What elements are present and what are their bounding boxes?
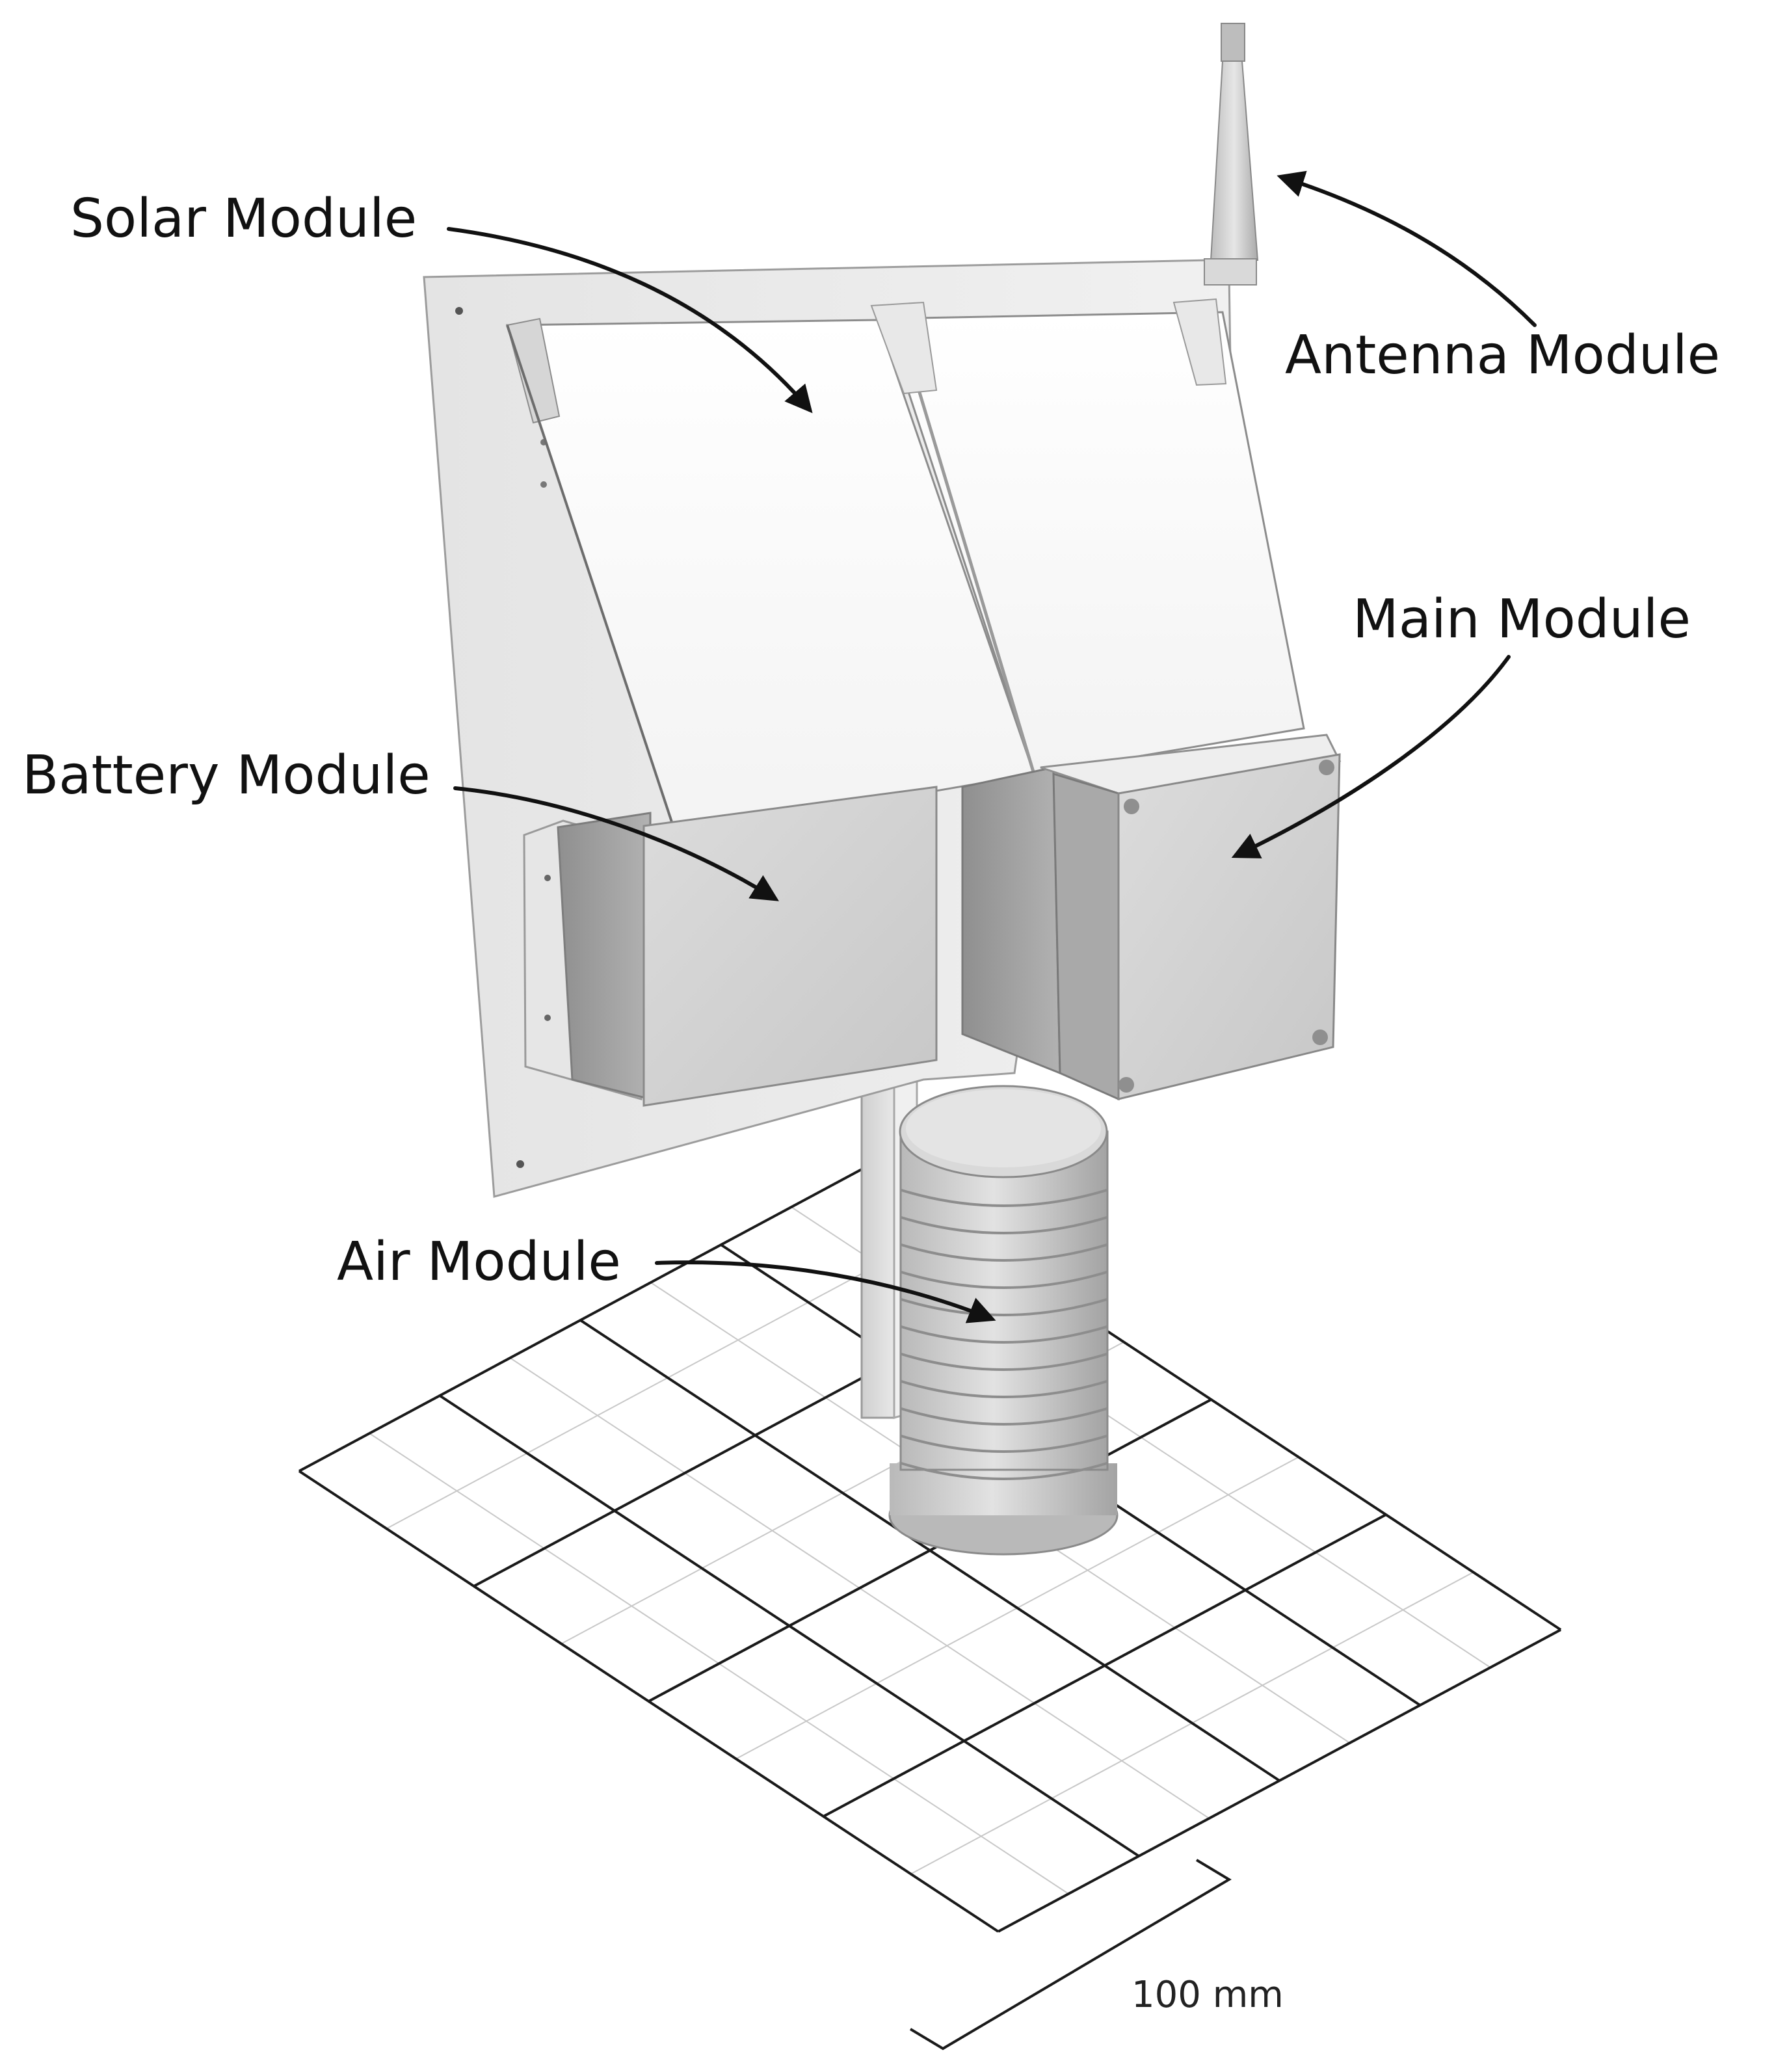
air-module-shield xyxy=(888,1085,1119,1556)
battery-box xyxy=(523,786,938,1107)
label-antenna-module: Antenna Module xyxy=(1285,325,1721,386)
shield-fin xyxy=(901,1216,1107,1234)
antenna-arrow xyxy=(1277,170,1537,327)
shield-fin xyxy=(901,1435,1107,1453)
shield-fin xyxy=(901,1462,1107,1480)
shield-fin xyxy=(901,1189,1107,1207)
shield-fin xyxy=(901,1325,1107,1344)
label-air-module: Air Module xyxy=(337,1231,621,1293)
shield-fin xyxy=(901,1353,1107,1371)
grid-line-major xyxy=(648,1398,1212,1703)
shield-fin xyxy=(901,1243,1107,1262)
main-arrow xyxy=(1231,655,1511,858)
label-main-module: Main Module xyxy=(1353,589,1691,650)
shield-fin xyxy=(901,1298,1107,1316)
callout-arrows xyxy=(447,170,1537,1323)
label-solar-module: Solar Module xyxy=(70,188,417,250)
scale-bar xyxy=(909,1859,1232,2051)
shield-fin xyxy=(901,1271,1107,1289)
solar-panel-left xyxy=(505,317,1035,837)
solar-panel-right xyxy=(870,298,1305,775)
floor-grid xyxy=(298,1168,1562,1933)
solar-arrow xyxy=(447,227,813,414)
grid-line-major xyxy=(998,1628,1561,1933)
shield-fin xyxy=(901,1407,1107,1426)
main-box xyxy=(961,734,1342,1101)
shield-fin xyxy=(901,1380,1107,1398)
battery-arrow xyxy=(453,786,779,901)
air-arrow xyxy=(655,1260,996,1323)
antenna xyxy=(1204,23,1259,286)
label-battery-module: Battery Module xyxy=(22,745,430,806)
scale-bar-label: 100 mm xyxy=(1132,1974,1284,2016)
grid-line-major xyxy=(823,1513,1387,1818)
